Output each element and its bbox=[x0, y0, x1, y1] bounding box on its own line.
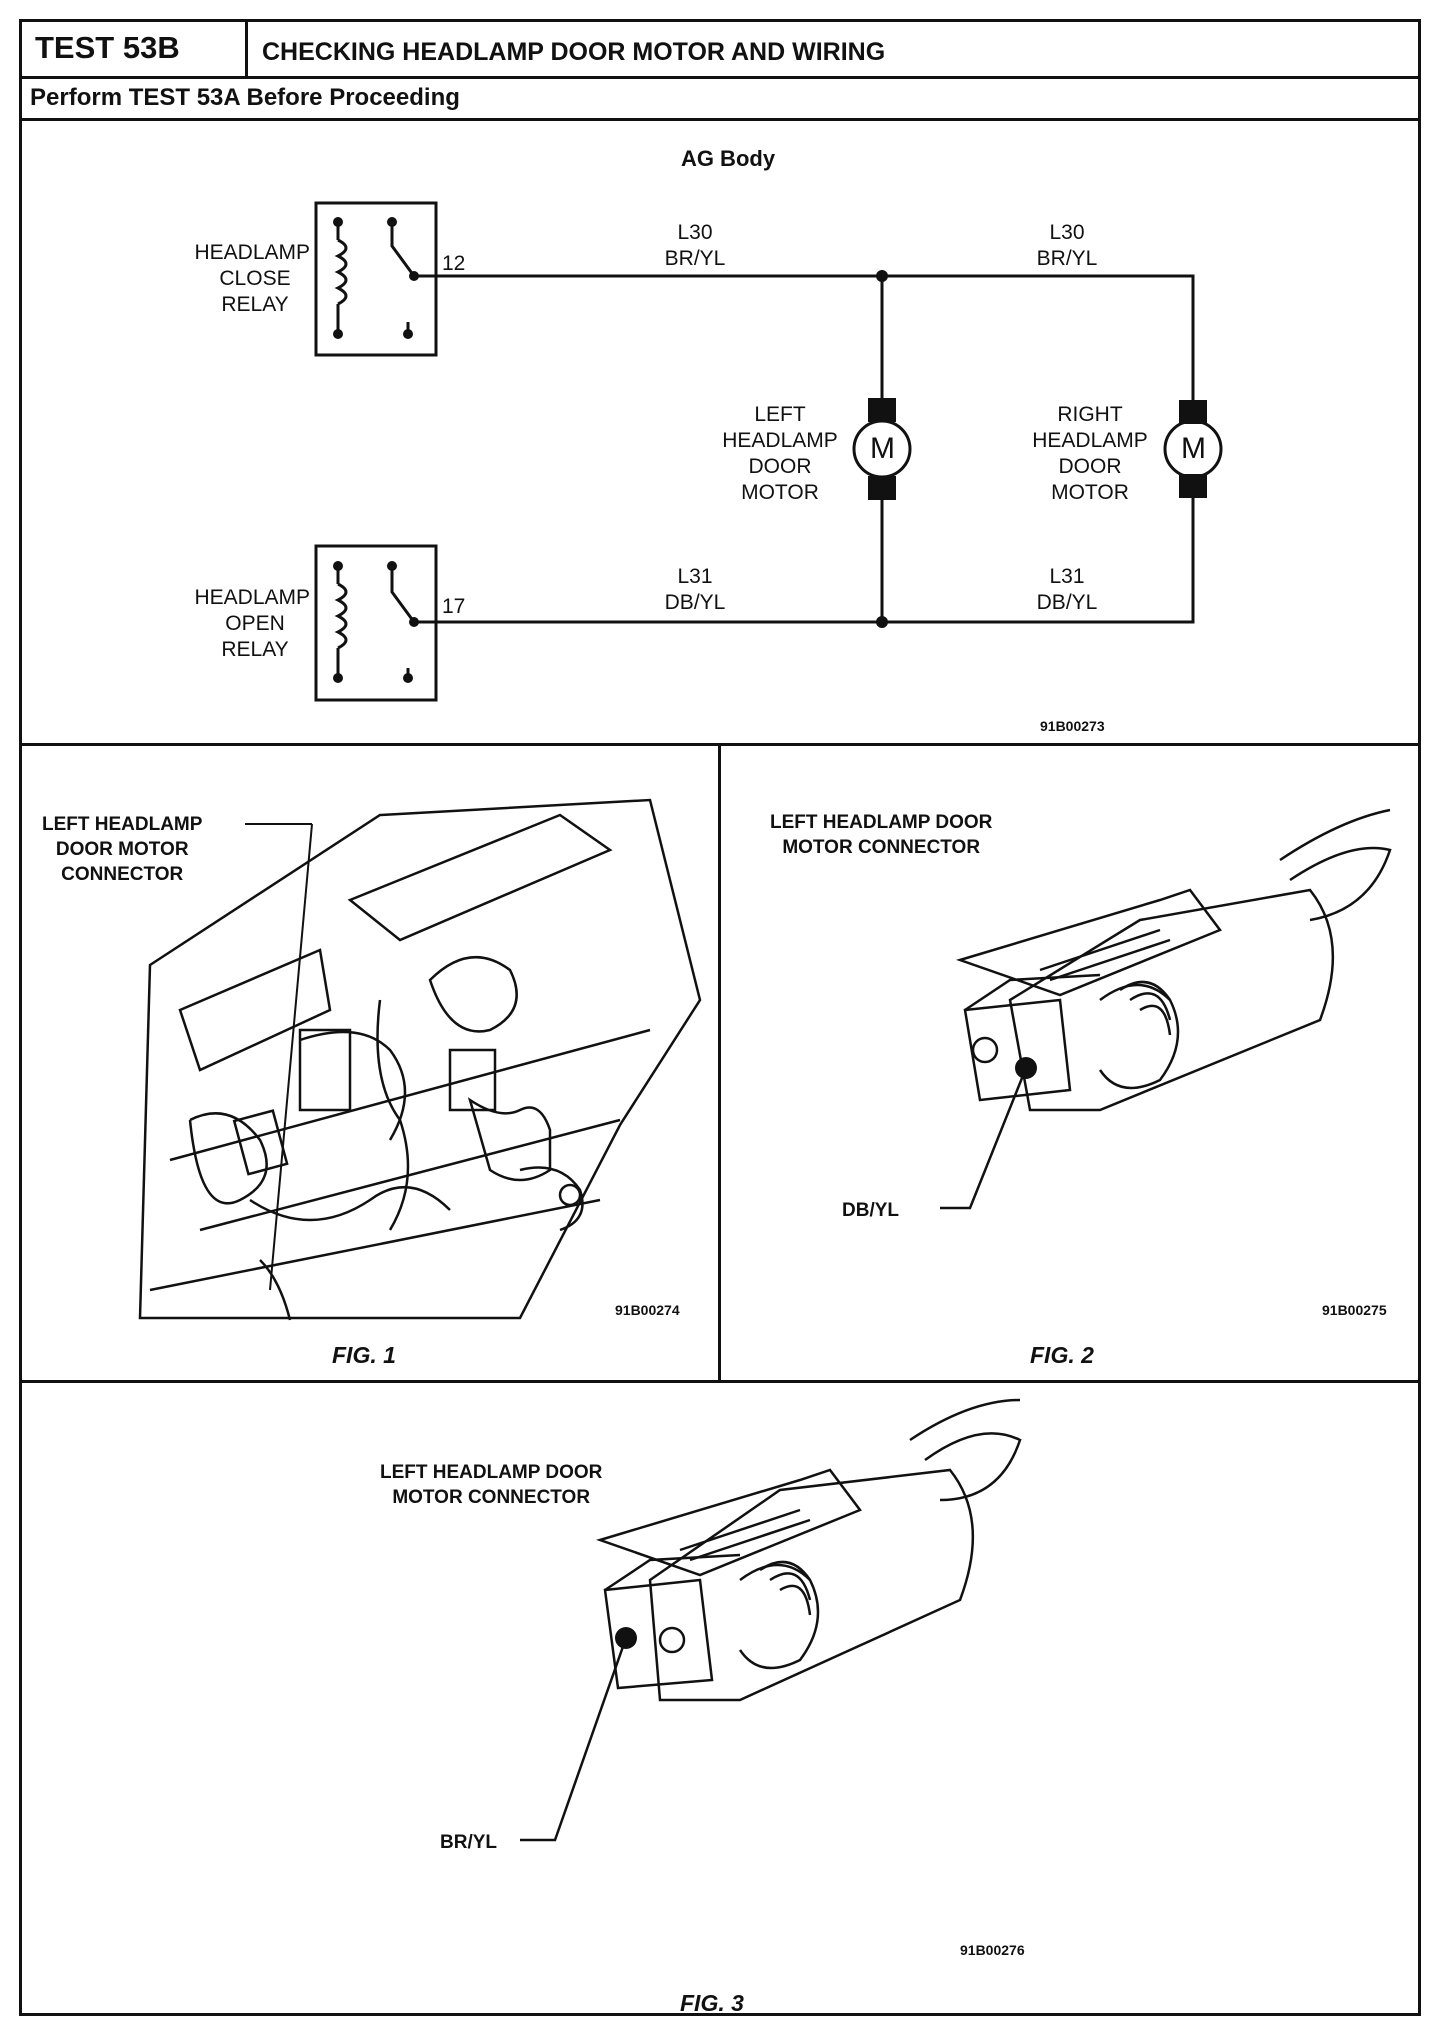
header-id-divider bbox=[245, 19, 248, 78]
fig3-figure-code: 91B00276 bbox=[960, 1942, 1025, 1958]
fig2-wire-label: DB/YL bbox=[842, 1200, 899, 1221]
fig2-label: FIG. 2 bbox=[1030, 1342, 1094, 1368]
test-id: TEST 53B bbox=[35, 30, 180, 65]
wire-top-right-label: L30 BR/YL bbox=[1036, 221, 1098, 270]
left-motor-label: LEFT HEADLAMP DOOR MOTOR bbox=[722, 403, 838, 504]
close-relay-pin: 12 bbox=[442, 252, 466, 275]
right-motor-label: RIGHT HEADLAMP DOOR MOTOR bbox=[1032, 403, 1148, 504]
subtitle-divider bbox=[19, 118, 1421, 121]
test-prerequisite: Perform TEST 53A Before Proceeding bbox=[30, 84, 460, 111]
fig-row-divider bbox=[19, 1380, 1421, 1383]
fig3-callout: LEFT HEADLAMP DOOR MOTOR CONNECTOR bbox=[380, 1462, 603, 1508]
open-relay-pin: 17 bbox=[442, 595, 466, 618]
fig3-wire-label: BR/YL bbox=[440, 1832, 497, 1853]
fig-column-divider bbox=[718, 743, 721, 1381]
wire-l30 bbox=[436, 274, 1195, 400]
top-splice bbox=[876, 270, 888, 282]
close-relay-label: HEADLAMP CLOSE RELAY bbox=[194, 241, 310, 316]
close-relay-box bbox=[314, 201, 438, 357]
fig2-wire-callout-line bbox=[940, 1067, 1028, 1210]
fig1-callout: LEFT HEADLAMP DOOR MOTOR CONNECTOR bbox=[42, 814, 203, 885]
fig3-label: FIG. 3 bbox=[680, 1990, 744, 2016]
fig2-callout: LEFT HEADLAMP DOOR MOTOR CONNECTOR bbox=[770, 812, 993, 858]
wire-l31 bbox=[436, 497, 1195, 624]
left-motor-m: M bbox=[870, 432, 895, 465]
fig2-figure-code: 91B00275 bbox=[1322, 1302, 1387, 1318]
wire-top-left-label: L30 BR/YL bbox=[664, 221, 726, 270]
schematic-figure-code: 91B00273 bbox=[1040, 718, 1105, 734]
fig1-label: FIG. 1 bbox=[332, 1342, 396, 1368]
wire-bottom-right-label: L31 DB/YL bbox=[1036, 565, 1098, 614]
page-frame bbox=[19, 19, 1421, 2016]
bottom-splice bbox=[876, 616, 888, 628]
fig1-figure-code: 91B00274 bbox=[615, 1302, 680, 1318]
open-relay-label: HEADLAMP OPEN RELAY bbox=[194, 586, 310, 661]
fig3-wire-callout-line bbox=[520, 1637, 628, 1842]
right-motor-m: M bbox=[1181, 432, 1206, 465]
test-title: CHECKING HEADLAMP DOOR MOTOR AND WIRING bbox=[262, 38, 886, 66]
body-label: AG Body bbox=[680, 146, 776, 171]
wire-bottom-left-label: L31 DB/YL bbox=[664, 565, 726, 614]
fig1-callout-line bbox=[269, 823, 313, 1291]
header-divider bbox=[19, 76, 1421, 79]
